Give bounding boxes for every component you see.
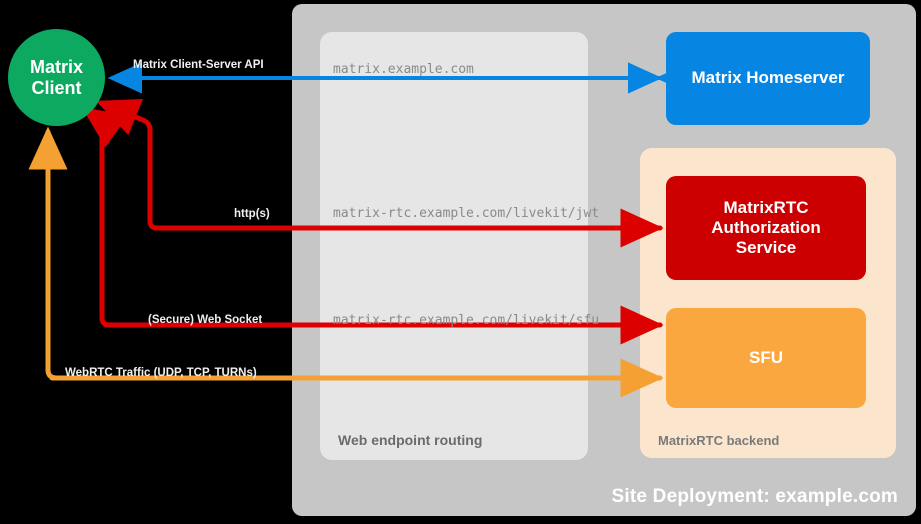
node-matrix-client[interactable]: Matrix Client [8,29,105,126]
label-endpoint-matrix-example-com: matrix.example.com [333,62,474,77]
node-matrix-homeserver-label: Matrix Homeserver [691,68,845,88]
node-matrix-client-line2: Client [31,77,82,98]
label-endpoint-livekit-jwt: matrix-rtc.example.com/livekit/jwt [333,206,600,221]
node-auth-line2: Authorization [711,217,821,237]
node-matrix-client-line1: Matrix [29,57,83,78]
label-endpoint-livekit-sfu: matrix-rtc.example.com/livekit/sfu [333,313,600,328]
label-protocol-webrtc-traffic: WebRTC Traffic (UDP, TCP, TURNs) [65,367,257,379]
node-matrixrtc-authorization-service[interactable]: MatrixRTC Authorization Service [666,176,866,280]
node-sfu-label: SFU [749,347,783,367]
matrixrtc-backend-label: MatrixRTC backend [658,433,780,448]
node-auth-line3: Service [735,238,797,258]
node-matrix-homeserver[interactable]: Matrix Homeserver [666,32,870,125]
site-deployment-label: Site Deployment: example.com [611,486,898,507]
node-sfu[interactable]: SFU [666,308,866,408]
node-auth-line1: MatrixRTC [723,197,809,217]
web-endpoint-routing-label: Web endpoint routing [338,432,483,448]
web-endpoint-routing-container: Web endpoint routing [320,32,588,460]
label-protocol-matrix-client-server-api: Matrix Client-Server API [133,59,264,71]
label-protocol-secure-websocket: (Secure) Web Socket [148,314,263,326]
connector-webrtc-traffic [28,126,663,381]
label-protocol-http: http(s) [234,208,270,220]
